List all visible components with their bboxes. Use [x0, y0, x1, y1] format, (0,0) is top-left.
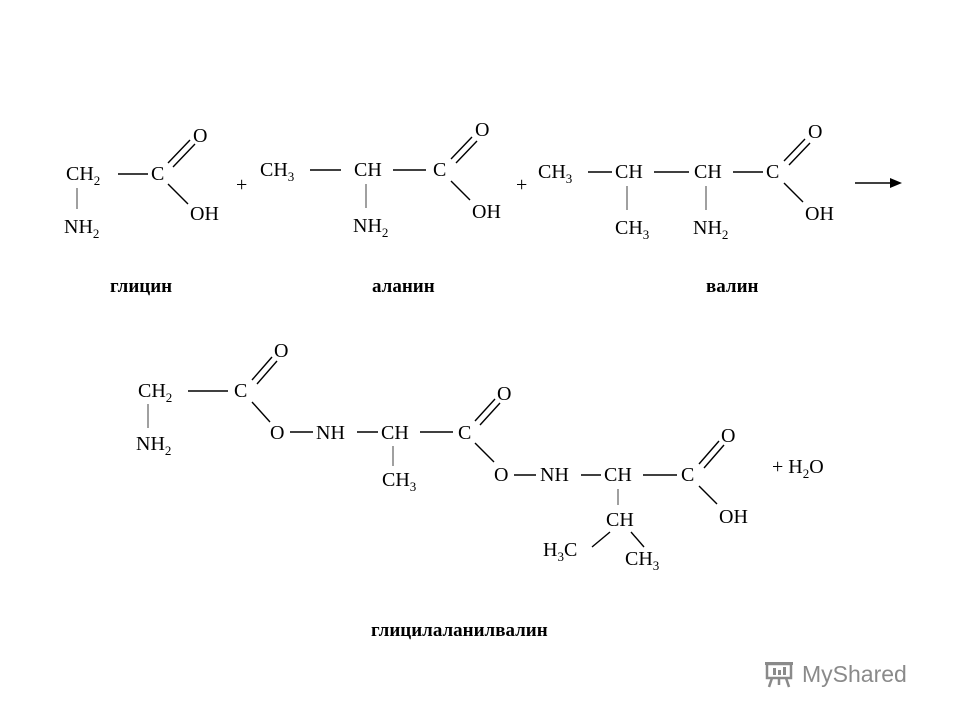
product-ch-2: CH: [604, 464, 632, 486]
reaction-arrow: [855, 178, 902, 188]
valine-structure: CH3 CH CH C O OH CH3 NH2: [538, 121, 834, 242]
valine-carbon: C: [766, 161, 779, 183]
product-h3c: H3C: [543, 539, 577, 564]
product-nh-2: NH: [540, 464, 569, 486]
arrow-head: [890, 178, 902, 188]
double-bond: [698, 440, 720, 465]
valine-ch-b: CH: [694, 161, 722, 183]
bond: [251, 401, 271, 423]
double-bond: [788, 142, 811, 166]
glycine-oh: OH: [190, 203, 219, 225]
product-carbon-1: C: [234, 380, 247, 402]
double-bond: [256, 360, 278, 385]
product-nh-1: NH: [316, 422, 345, 444]
alanine-ch: CH: [354, 159, 382, 181]
watermark: MyShared: [764, 654, 907, 694]
glycine-nh2: NH2: [64, 216, 99, 241]
bond: [783, 182, 804, 203]
bond: [450, 180, 471, 201]
valine-oxygen: O: [808, 121, 822, 143]
double-bond: [172, 143, 196, 168]
product-oxygen-2: O: [497, 383, 511, 405]
product-oh: OH: [719, 506, 748, 528]
projector-screen-icon: [764, 659, 794, 689]
product-carbon-2: C: [458, 422, 471, 444]
name-product: глицилаланилвалин: [371, 620, 548, 641]
valine-nh2: NH2: [693, 217, 728, 242]
double-bond: [703, 444, 725, 469]
glycine-structure: CH2 C O OH NH2: [64, 125, 219, 241]
double-bond: [450, 136, 473, 160]
name-alanine: аланин: [372, 276, 435, 297]
double-bond: [251, 356, 273, 381]
alanine-nh2: NH2: [353, 215, 388, 240]
valine-oh: OH: [805, 203, 834, 225]
product-o-link-1: O: [270, 422, 284, 444]
product-ch-1: CH: [381, 422, 409, 444]
plus-sign: +: [236, 174, 247, 196]
name-valine: валин: [706, 276, 759, 297]
alanine-oxygen: O: [475, 119, 489, 141]
product-ch3: CH3: [382, 469, 416, 494]
watermark-text: MyShared: [802, 660, 907, 687]
valine-ch3-branch: CH3: [615, 217, 649, 242]
alanine-structure: CH3 CH C O OH NH2: [260, 119, 501, 240]
plus-sign: +: [516, 174, 527, 196]
product-ch-branch: CH: [606, 509, 634, 531]
bond: [630, 531, 645, 548]
water: + H2O: [772, 456, 824, 481]
product-oxygen-3: O: [721, 425, 735, 447]
glycine-carbon: C: [151, 163, 164, 185]
bond: [474, 442, 495, 463]
double-bond: [479, 402, 501, 426]
alanine-oh: OH: [472, 201, 501, 223]
product-oxygen-1: O: [274, 340, 288, 362]
alanine-ch3: CH3: [260, 159, 294, 184]
bond: [167, 183, 189, 205]
product-ch2: CH2: [138, 380, 172, 405]
product-ch3-right: CH3: [625, 548, 659, 573]
valine-ch-a: CH: [615, 161, 643, 183]
bond: [591, 531, 611, 548]
valine-ch3: CH3: [538, 161, 572, 186]
product-carbon-3: C: [681, 464, 694, 486]
double-bond: [474, 398, 496, 422]
product-structure: CH2 C O NH2 O NH CH C O CH3 O NH CH C O: [136, 340, 824, 573]
product-o-link-2: O: [494, 464, 508, 486]
name-glycine: глицин: [110, 276, 172, 297]
double-bond: [167, 139, 191, 164]
bond: [698, 485, 718, 505]
glycine-oxygen: O: [193, 125, 207, 147]
glycine-ch2: CH2: [66, 163, 100, 188]
product-nh2: NH2: [136, 433, 171, 458]
alanine-carbon: C: [433, 159, 446, 181]
double-bond: [455, 140, 478, 164]
double-bond: [783, 138, 806, 162]
